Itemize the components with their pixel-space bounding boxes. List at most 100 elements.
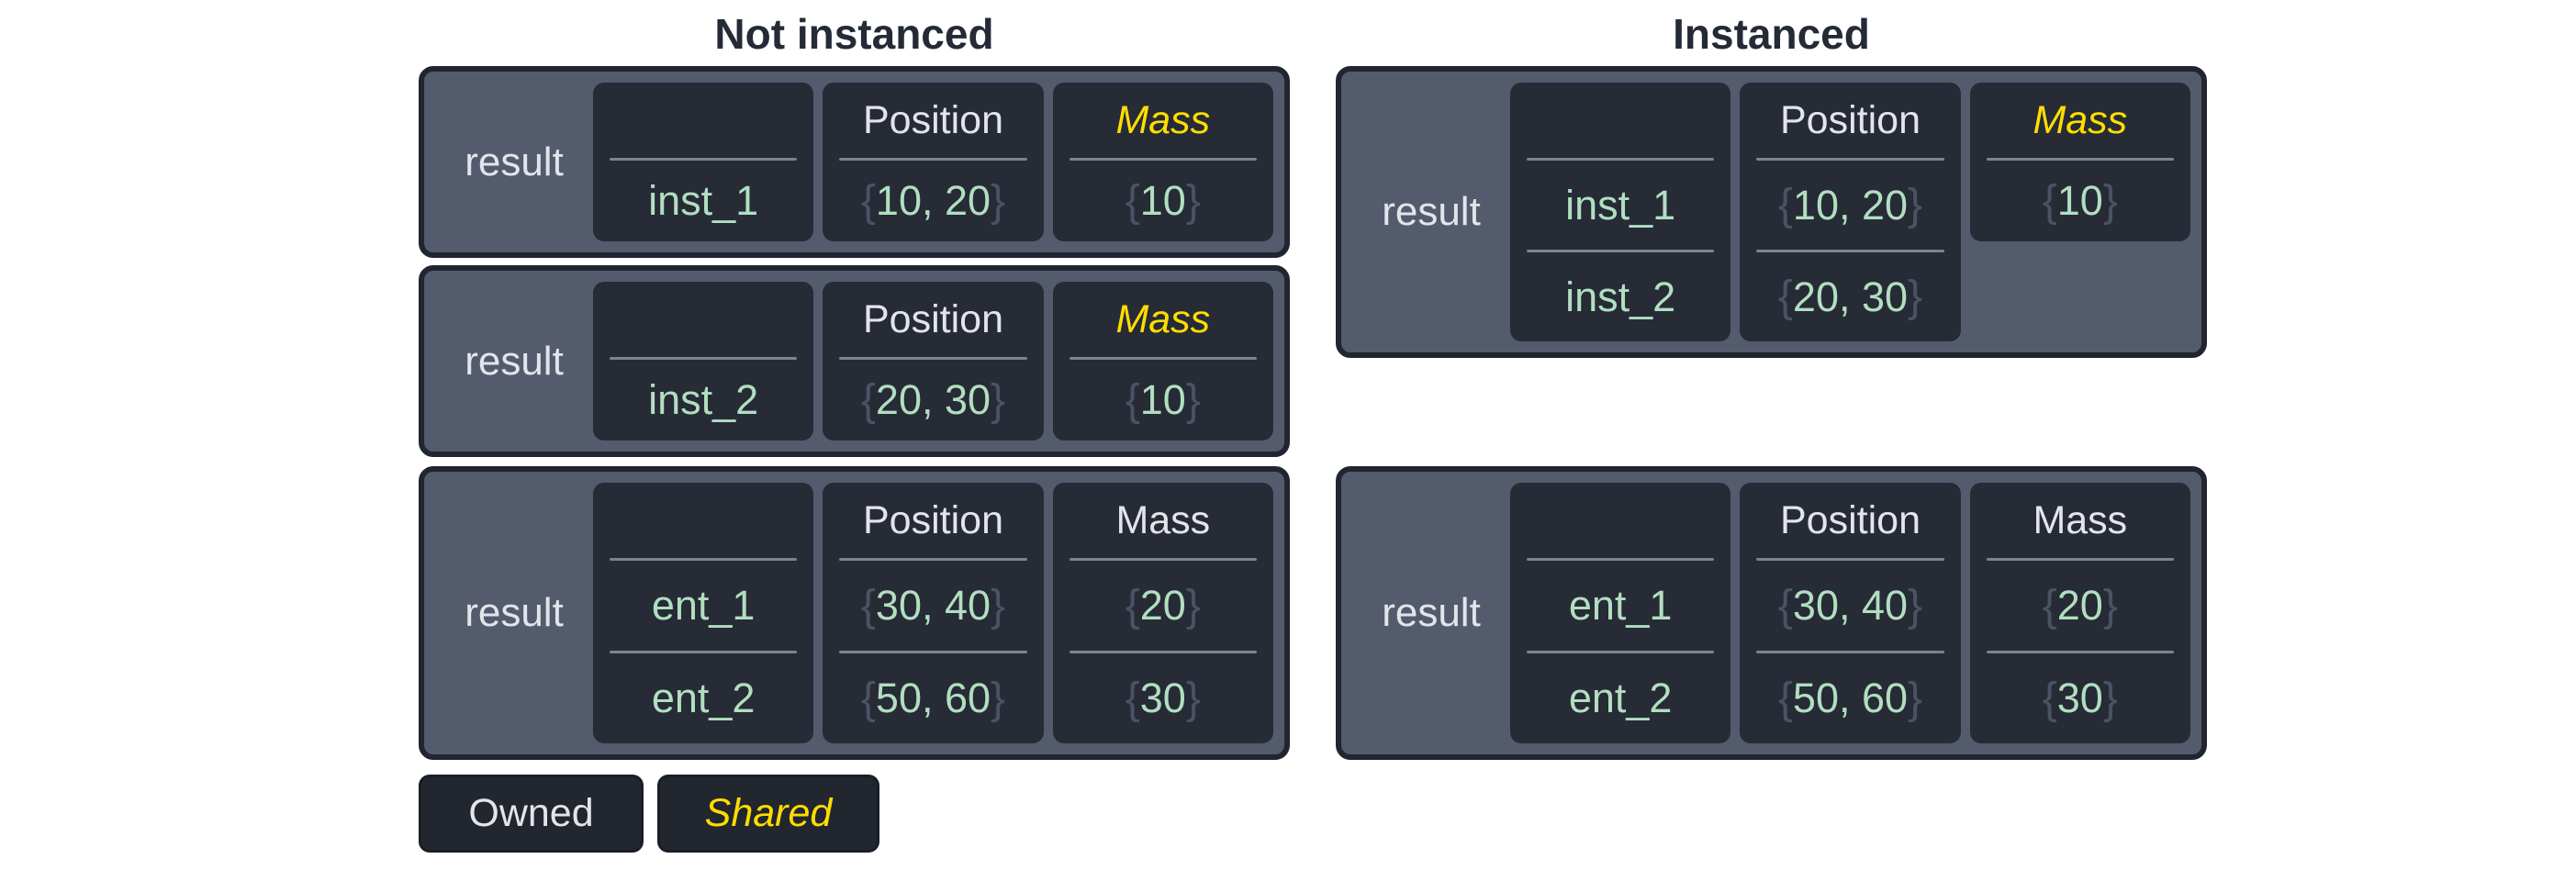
table-columns: ent_1 ent_2 Position {30, 40} {50, 60} M… xyxy=(593,483,1273,743)
column-header-empty xyxy=(602,483,804,558)
brace-close: } xyxy=(991,674,1006,723)
column-header-position: Position xyxy=(863,296,1003,341)
value-text: 30, 40 xyxy=(875,582,991,629)
column-header-mass-shared: Mass xyxy=(1115,97,1211,142)
brace-open: { xyxy=(1777,674,1793,723)
result-label: result xyxy=(1382,590,1481,635)
entity-name: ent_2 xyxy=(1568,675,1673,721)
entity-name: inst_1 xyxy=(1565,181,1676,229)
result-label: result xyxy=(465,338,564,384)
row-divider xyxy=(1069,357,1257,360)
row-divider xyxy=(610,357,798,360)
column-header-empty xyxy=(602,282,804,357)
panel-title-instanced: Instanced xyxy=(1673,10,1870,58)
entity-name: ent_1 xyxy=(651,582,756,629)
result-table-not-instanced-3: result ent_1 ent_2 Position {30, 40} {50… xyxy=(419,466,1290,760)
component-value: {10, 20} xyxy=(832,161,1034,241)
table-columns: inst_1 Position {10, 20} Mass {10} xyxy=(593,83,1273,241)
entity-name: ent_2 xyxy=(651,675,756,721)
value-text: 10, 20 xyxy=(875,177,991,224)
component-value: {30, 40} xyxy=(1749,561,1951,651)
mass-column: Mass {10} xyxy=(1052,282,1273,441)
row-divider xyxy=(839,357,1027,360)
brace-open: { xyxy=(2042,581,2057,630)
panel-title-not-instanced: Not instanced xyxy=(714,10,994,58)
row-divider xyxy=(839,651,1027,653)
brace-open: { xyxy=(1125,581,1140,630)
value-text: 20 xyxy=(1139,582,1186,629)
row-divider xyxy=(1527,558,1715,561)
value-text: 30 xyxy=(1139,675,1186,721)
row-divider xyxy=(1986,651,2174,653)
brace-open: { xyxy=(1777,273,1793,321)
brace-open: { xyxy=(860,176,876,226)
column-header-mass-shared: Mass xyxy=(2033,97,2128,142)
position-column: Position {10, 20} {20, 30} xyxy=(1740,83,1961,341)
value-text: 20 xyxy=(2056,582,2103,629)
entity-name: inst_2 xyxy=(1565,273,1676,320)
brace-close: } xyxy=(1908,273,1923,321)
row-divider xyxy=(1069,651,1257,653)
row-divider xyxy=(1756,651,1944,653)
result-label: result xyxy=(465,139,564,184)
result-table-not-instanced-1: result inst_1 Position {10, 20} Mass {10… xyxy=(419,66,1290,258)
column-header-position: Position xyxy=(1780,497,1921,542)
brace-close: } xyxy=(991,581,1006,630)
brace-close: } xyxy=(1908,581,1923,630)
component-value: {20, 30} xyxy=(832,360,1034,441)
mass-column-shared-single: Mass {10} xyxy=(1969,83,2190,241)
legend-shared: Shared xyxy=(657,775,879,853)
brace-close: } xyxy=(1185,375,1201,425)
row-divider xyxy=(1986,158,2174,161)
brace-open: { xyxy=(1125,176,1140,226)
brace-open: { xyxy=(1125,674,1140,723)
brace-open: { xyxy=(2042,674,2057,723)
position-column: Position {30, 40} {50, 60} xyxy=(823,483,1044,743)
entity-column: ent_1 ent_2 xyxy=(1510,483,1731,743)
brace-open: { xyxy=(860,581,876,630)
brace-open: { xyxy=(2042,176,2057,226)
brace-open: { xyxy=(860,375,876,425)
entity-name: inst_1 xyxy=(648,177,759,224)
result-label: result xyxy=(1382,189,1481,234)
brace-close: } xyxy=(2102,674,2118,723)
row-divider xyxy=(1756,558,1944,561)
column-header-empty xyxy=(602,83,804,158)
component-value: {20, 30} xyxy=(1749,252,1951,341)
entity-name: inst_2 xyxy=(648,376,759,423)
entity-column: inst_2 xyxy=(593,282,814,441)
row-divider xyxy=(1756,250,1944,252)
mass-column: Mass {20} {30} xyxy=(1969,483,2190,743)
brace-close: } xyxy=(1908,181,1923,229)
value-text: 10 xyxy=(1139,177,1186,224)
value-text: 10 xyxy=(2056,177,2103,224)
row-divider xyxy=(1527,250,1715,252)
component-value: {10} xyxy=(1979,161,2181,241)
component-value: {10} xyxy=(1062,161,1264,241)
row-divider xyxy=(1069,558,1257,561)
column-header-mass-shared: Mass xyxy=(1115,296,1211,341)
position-column: Position {10, 20} xyxy=(823,83,1044,241)
row-divider xyxy=(610,158,798,161)
mass-column: Mass {20} {30} xyxy=(1052,483,1273,743)
row-divider xyxy=(1069,158,1257,161)
brace-close: } xyxy=(1908,674,1923,723)
component-value: {50, 60} xyxy=(832,653,1034,743)
brace-close: } xyxy=(1185,176,1201,226)
column-header-position: Position xyxy=(1780,97,1921,142)
row-divider xyxy=(1527,651,1715,653)
entity-name: ent_1 xyxy=(1568,582,1673,629)
component-value: {10} xyxy=(1062,360,1264,441)
component-value: {20} xyxy=(1979,561,2181,651)
result-table-instanced-1: result inst_1 inst_2 Position {10, 20} {… xyxy=(1336,66,2207,358)
result-label: result xyxy=(465,590,564,635)
row-divider xyxy=(610,558,798,561)
entity-column: inst_1 xyxy=(593,83,814,241)
value-text: 50, 60 xyxy=(1792,675,1909,721)
brace-open: { xyxy=(860,674,876,723)
column-header-position: Position xyxy=(863,97,1003,142)
row-divider xyxy=(610,651,798,653)
brace-open: { xyxy=(1777,581,1793,630)
value-text: 10, 20 xyxy=(1792,181,1909,229)
